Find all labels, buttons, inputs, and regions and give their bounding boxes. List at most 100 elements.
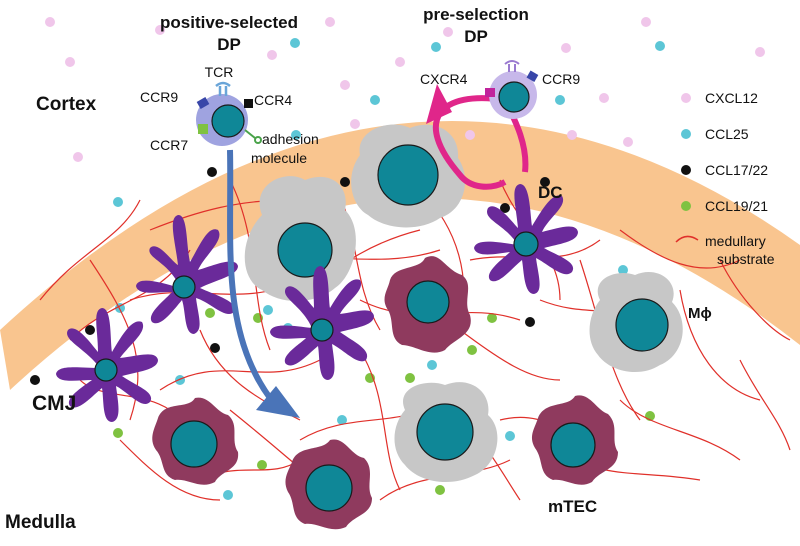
dendritic-cell — [270, 266, 374, 380]
ccl25-dot — [370, 95, 380, 105]
mtec-cell — [285, 439, 372, 530]
cxcl12-dot — [561, 43, 571, 53]
cxcl12-dot — [45, 17, 55, 27]
pre-selection-dp-cell — [485, 60, 539, 119]
legend-substrate-line — [675, 235, 699, 243]
positive-selected-title-dp: DP — [217, 35, 241, 54]
ccl17-22-dot — [210, 343, 220, 353]
positive-selected-dp-cell — [196, 81, 262, 146]
cxcl12-dot — [155, 25, 165, 35]
ccl25-dot — [427, 360, 437, 370]
medulla-label: Medulla — [5, 512, 76, 533]
cxcl12-dot — [443, 27, 453, 37]
cxcl12-dot — [395, 57, 405, 67]
mtec-cell — [384, 256, 471, 353]
legend-cxcl12-label: CXCL12 — [705, 90, 758, 106]
macrophage — [589, 272, 683, 373]
cmj-label: CMJ — [32, 392, 76, 415]
cxcl12-dot — [350, 119, 360, 129]
cxcr4-label: CXCR4 — [420, 71, 468, 87]
cxcl12-dot — [623, 137, 633, 147]
cxcr4-receptor — [485, 88, 495, 97]
ccl25-dot — [431, 42, 441, 52]
adhesion-label-line2: molecule — [251, 150, 307, 166]
pre-selection-title: pre-selection — [423, 5, 529, 24]
ccr4-receptor — [244, 99, 253, 108]
ccl25-dot — [291, 130, 301, 140]
ccl25-dot — [505, 431, 515, 441]
ccl25-dot — [113, 197, 123, 207]
corticomedullary-junction-band — [0, 120, 800, 390]
macrophage-label: Mϕ — [688, 305, 712, 322]
ccr9-label: CCR9 — [140, 89, 178, 105]
ccl25-dot — [337, 415, 347, 425]
adhesion-label-line1: adhesion — [262, 131, 319, 147]
positive-selected-title: positive-selected — [160, 13, 298, 32]
ccl19-21-dot — [435, 485, 445, 495]
cxcl12-dot — [267, 50, 277, 60]
ccr7-receptor — [198, 124, 208, 134]
ccl25-dot — [290, 38, 300, 48]
ccl17-22-dot — [30, 375, 40, 385]
cxcl12-dot — [340, 80, 350, 90]
ccl17-22-dot — [525, 317, 535, 327]
ccl19-21-dot — [405, 373, 415, 383]
ccr7-label: CCR7 — [150, 137, 188, 153]
dc-label: DC — [538, 183, 563, 202]
dendritic-cell — [474, 184, 578, 294]
cxcl12-dot — [465, 130, 475, 140]
legend-ccl17-22-dot — [681, 165, 691, 175]
ccl17-22-dot — [85, 325, 95, 335]
ccl19-21-dot — [257, 460, 267, 470]
cxcl12-dot — [755, 47, 765, 57]
cxcl12-dot — [325, 17, 335, 27]
ccl25-dot — [223, 490, 233, 500]
pre-tcr-receptor — [504, 60, 520, 72]
legend: CXCL12 CCL25 CCL17/22 CCL19/21 medullary… — [675, 90, 775, 267]
mtec-cell — [152, 397, 239, 485]
legend-ccl25-label: CCL25 — [705, 126, 749, 142]
ccl25-dot — [618, 265, 628, 275]
legend-cxcl12-dot — [681, 93, 691, 103]
dendritic-cell — [136, 214, 238, 334]
macrophage — [394, 382, 498, 483]
adhesion-molecule-receptor — [244, 129, 262, 144]
pre-selection-title-dp: DP — [464, 27, 488, 46]
legend-ccl17-22-label: CCL17/22 — [705, 162, 768, 178]
mtec-cell — [531, 395, 618, 485]
ccl17-22-dot — [540, 177, 550, 187]
legend-ccl19-21-label: CCL19/21 — [705, 198, 768, 214]
ccl17-22-dot — [207, 167, 217, 177]
positive-selected-migration-arrow — [227, 149, 273, 400]
ccl25-dot — [263, 305, 273, 315]
legend-substrate-label-line2: substrate — [717, 251, 775, 267]
tcr-receptor — [215, 81, 231, 96]
ccr9-receptor — [526, 70, 539, 82]
legend-substrate-label-line1: medullary — [705, 233, 766, 249]
ccl17-22-dot — [340, 177, 350, 187]
cxcr4-arrowhead — [426, 84, 452, 124]
cxcl12-dot — [599, 93, 609, 103]
ccl25-dot — [175, 375, 185, 385]
cxcl12-dot — [65, 57, 75, 67]
cortex-label: Cortex — [36, 94, 97, 115]
ccl19-21-dot — [113, 428, 123, 438]
macrophage — [244, 176, 356, 302]
macrophage — [351, 124, 466, 228]
migration-arrowhead — [256, 386, 300, 418]
cxcl12-dot — [73, 152, 83, 162]
ccl19-21-dot — [467, 345, 477, 355]
legend-ccl19-21-dot — [681, 201, 691, 211]
ccr9-pre-label: CCR9 — [542, 71, 580, 87]
cxcl12-dot — [641, 17, 651, 27]
ccr4-label: CCR4 — [254, 92, 292, 108]
ccl19-21-dot — [205, 308, 215, 318]
tcr-label: TCR — [205, 64, 234, 80]
ccl25-dot — [655, 41, 665, 51]
ccl25-dot — [555, 95, 565, 105]
mtec-label: mTEC — [548, 497, 597, 516]
cxcl12-dot — [567, 130, 577, 140]
ccr9-receptor — [196, 97, 210, 109]
